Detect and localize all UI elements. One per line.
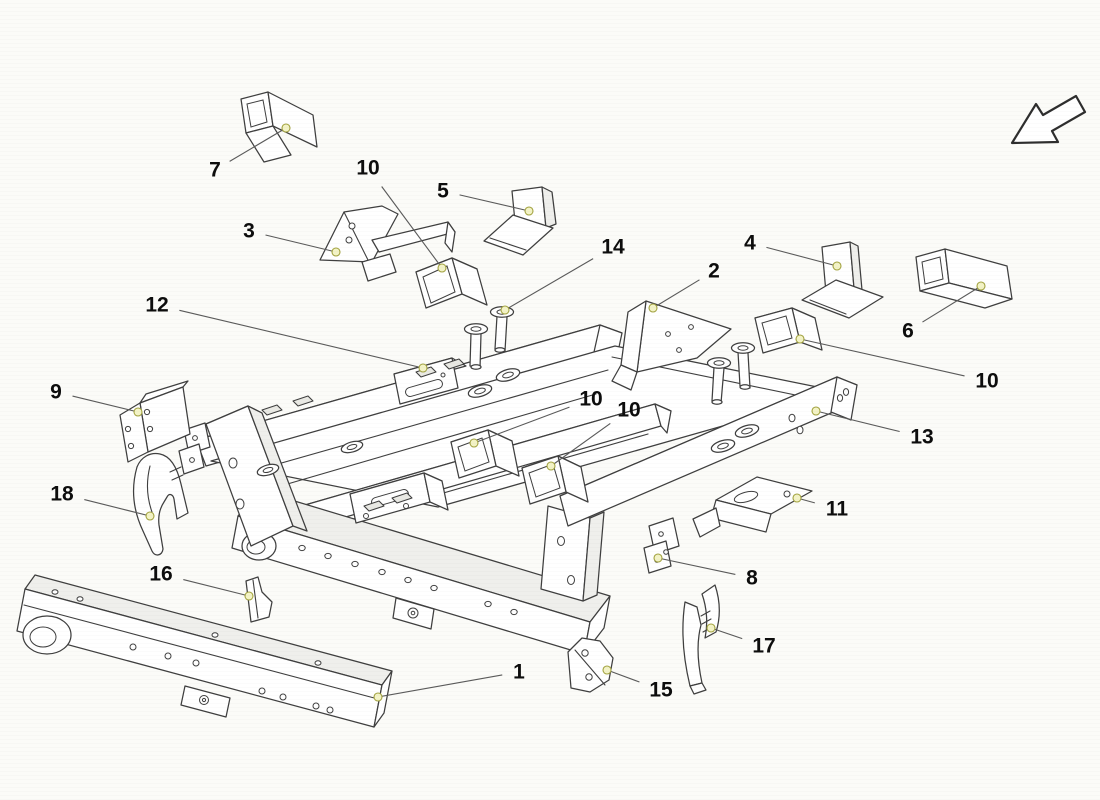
callout-leader-10 [799,338,965,377]
callout-leader-18 [84,499,151,517]
view-direction-arrow-icon [1010,94,1087,145]
callout-layer: 7 10 5 3 14 2 4 6 10 12 9 10 10 13 18 11 16 8 17 1 15 [50,123,999,702]
callout-leader-15 [606,669,640,683]
callout-anchor-dot-1 [373,692,383,702]
part-callout-10: 10 [579,388,602,411]
callout-leader-10 [473,406,570,444]
part-8-bracket [643,517,680,574]
part-6-bracket [915,248,1013,309]
part-callout-5: 5 [437,180,449,203]
part-callout-10: 10 [617,399,640,422]
callout-leader-10 [550,422,611,467]
callout-anchor-dot-18 [145,511,155,521]
part-1-cross-member [16,574,393,728]
callout-anchor-dot-16 [244,591,254,601]
callout-anchor-dot-10 [469,438,479,448]
part-9-bracket [119,380,191,463]
callout-leader-17 [710,627,743,640]
callout-anchor-dot-7 [281,123,291,133]
part-7-bracket [240,91,318,163]
callout-leader-16 [183,579,250,597]
callout-leader-5 [459,194,530,212]
washer [256,368,760,477]
part-callout-7: 7 [209,159,221,182]
callout-leader-1 [377,674,503,698]
callout-anchor-dot-2 [648,303,658,313]
part-18-fork [133,452,189,556]
callout-anchor-dot-17 [706,623,716,633]
part-3-bracket [319,205,456,282]
callout-leader-10 [381,186,443,269]
part-4-bracket [801,241,884,319]
right-bolts [706,342,756,405]
callout-leader-6 [922,285,982,323]
part-callout-8: 8 [746,567,758,590]
callout-leader-2 [652,279,700,309]
part-2-gusset [611,300,732,391]
callout-anchor-dot-13 [811,406,821,416]
part-callout-11: 11 [826,498,849,521]
callout-anchor-dot-10 [795,334,805,344]
callout-leader-8 [657,557,736,576]
callout-leader-14 [504,258,594,311]
callout-leader-12 [179,309,424,369]
part-callout-13: 13 [910,426,933,449]
part-callout-10: 10 [975,370,998,393]
part-callout-3: 3 [243,220,255,243]
part-17-hook [682,584,720,695]
callout-anchor-dot-6 [976,281,986,291]
part-10-cube-top [415,257,488,309]
part-callout-18: 18 [50,483,74,506]
part-callout-9: 9 [50,381,62,404]
callout-anchor-dot-5 [524,206,534,216]
part-callout-12: 12 [145,294,168,317]
part-10-cube-mid-left [450,429,520,479]
callout-leader-7 [229,127,287,162]
callout-leader-9 [72,395,139,413]
callout-anchor-dot-14 [500,305,510,315]
part-16-bracket [245,576,273,623]
callout-anchor-dot-10 [546,461,556,471]
callout-anchor-dot-10 [437,263,447,273]
callout-leader-3 [265,234,337,253]
part-callout-1: 1 [513,661,525,684]
part-10-cube-right [754,307,823,354]
part-callout-10: 10 [356,157,379,180]
callout-leader-4 [766,246,838,267]
callout-anchor-dot-11 [792,493,802,503]
part-15-bracket [567,637,614,693]
callout-leader-13 [815,410,900,433]
callout-anchor-dot-8 [653,553,663,563]
part-callout-6: 6 [902,320,914,343]
part-callout-17: 17 [752,635,775,658]
part-10-cube-mid-right [521,455,589,505]
part-11-bracket [692,476,813,538]
part-callout-16: 16 [149,563,172,586]
part-callout-4: 4 [744,232,756,255]
part-5-bracket [483,186,557,256]
callout-anchor-dot-4 [832,261,842,271]
callout-anchor-dot-15 [602,665,612,675]
callout-anchor-dot-12 [418,363,428,373]
callout-anchor-dot-9 [133,407,143,417]
part-callout-15: 15 [649,679,673,702]
part-callout-2: 2 [708,260,720,283]
callout-anchor-dot-3 [331,247,341,257]
part-callout-14: 14 [601,236,625,259]
